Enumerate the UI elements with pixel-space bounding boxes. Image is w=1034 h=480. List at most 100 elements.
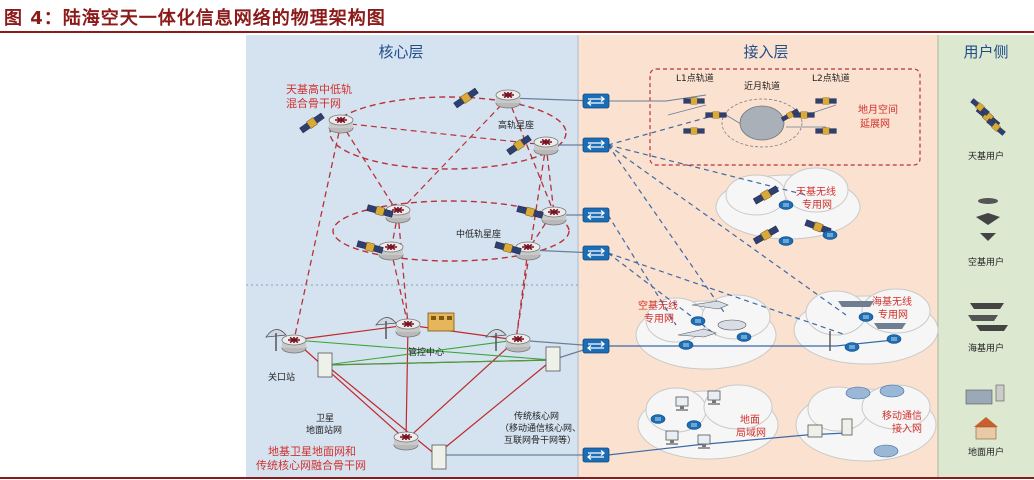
traditional-core-label: 互联网骨干网等） [504,434,576,446]
ground-stations [265,312,561,470]
cell-icon [873,444,899,458]
space-backbone-label: 天基高中低轨 [286,82,352,96]
aircraft-icon [717,319,747,331]
router-icon [281,334,307,354]
router-icon [505,333,531,353]
access-layer-header: 接入层 [743,43,788,61]
router-icon [495,89,521,109]
mid-low-orbit-label: 中低轨星座 [456,228,501,240]
switch-cabinet-icon [317,346,561,470]
fusion-backbone-label: 地基卫星地面网和 [268,445,356,458]
switch-icon [686,420,702,430]
switch-cabinet-icon [807,424,823,438]
ship-icon [976,325,1008,331]
ship-icon [874,323,906,329]
switch-icon [778,236,794,246]
ground-lan-label: 地面 [740,413,760,426]
switch-icon [582,447,610,463]
fusion-backbone-label: 传统核心网融合骨干网 [256,458,366,472]
dish-icon [485,329,507,351]
switch-icon [650,414,666,424]
switch-icon [582,338,610,354]
earth-moon-box [649,68,921,166]
dish-icon [375,317,397,339]
space-user-label: 天基用户 [968,150,1004,162]
access-links [607,94,895,456]
satellite-icon [815,127,837,135]
switch-icon [690,316,706,326]
phone-icon [995,384,1005,402]
switch-icon [886,334,902,344]
computer-icon [965,389,993,405]
ground-lan-label: 局域网 [736,426,766,439]
switch-icon [778,200,794,210]
router-icon [541,206,567,226]
house-icon [975,426,997,440]
satellite-icon [683,97,705,105]
moon-icon [739,105,785,141]
space-wireless-label: 专用网 [802,198,832,211]
switch-icon [822,230,838,240]
architecture-diagram: 核心层 接入层 用户侧 [246,35,1034,477]
air-user-label: 空基用户 [968,256,1004,268]
aircraft-icon [691,300,729,310]
switch-icon [844,342,860,352]
air-wireless-label: 专用网 [644,312,674,325]
traditional-core-label: 传统核心网 [514,410,559,422]
cell-icon [845,386,871,400]
sea-user-label: 海基用户 [968,342,1004,354]
user-side-header: 用户侧 [963,43,1008,61]
bottom-rule [0,477,1034,479]
switch-icon [736,332,752,342]
satellite-icon [683,127,705,135]
user-side-panel [938,35,1034,477]
router-icon [328,114,354,134]
switch-icon [582,137,610,153]
mobile-access-label: 移动通信 [882,409,922,422]
core-layer-header: 核心层 [378,43,423,61]
switch-icon [582,245,610,261]
aircraft-icon [978,198,998,204]
sea-wireless-label: 海基无线 [872,295,912,308]
cell-icon [879,384,905,398]
ground-station-label: 地面站网 [306,424,342,436]
switch-icon [678,340,694,350]
house-icon [974,417,998,427]
building-icon [427,312,455,332]
earth-moon-label: 延展网 [860,118,890,130]
control-center-label: 管控中心 [408,346,444,358]
air-wireless-label: 空基无线 [638,299,678,312]
title-rule [0,31,1034,33]
mobile-access-label: 接入网 [892,422,922,435]
near-moon-label: 近月轨道 [744,80,780,92]
aircraft-icon [976,213,1000,225]
switch-icon [582,93,610,109]
base-station-icon [841,418,853,436]
ship-icon [970,303,1004,309]
high-orbit-label: 高轨星座 [498,119,534,131]
aircraft-icon [677,328,717,338]
sea-wireless-label: 专用网 [878,308,908,321]
space-backbone-label: 混合骨干网 [286,96,341,110]
ship-icon [968,315,998,321]
switch-icon [858,312,874,322]
router-icon [395,318,421,338]
space-wireless-label: 天基无线 [796,185,836,198]
router-icon [533,136,559,156]
switch-icon [582,207,610,223]
router-icon [393,431,419,451]
ground-station-label: 卫星 [316,413,334,424]
figure-title: 图 4：陆海空天一体化信息网络的物理架构图 [4,8,386,29]
aircraft-icon [980,233,996,241]
l1-orbit-label: L1点轨道 [676,72,714,84]
ship-icon [838,301,874,307]
traditional-core-label: （移动通信核心网、 [500,422,581,434]
satellite-icon [705,111,727,119]
earth-moon-label: 地月空间 [858,103,898,116]
satellite-icon [815,97,837,105]
dish-icon [265,329,287,351]
cloud-icon [793,288,939,365]
l2-orbit-label: L2点轨道 [812,72,850,84]
ground-user-label: 地面用户 [968,446,1004,458]
gateway-label: 关口站 [268,371,295,383]
